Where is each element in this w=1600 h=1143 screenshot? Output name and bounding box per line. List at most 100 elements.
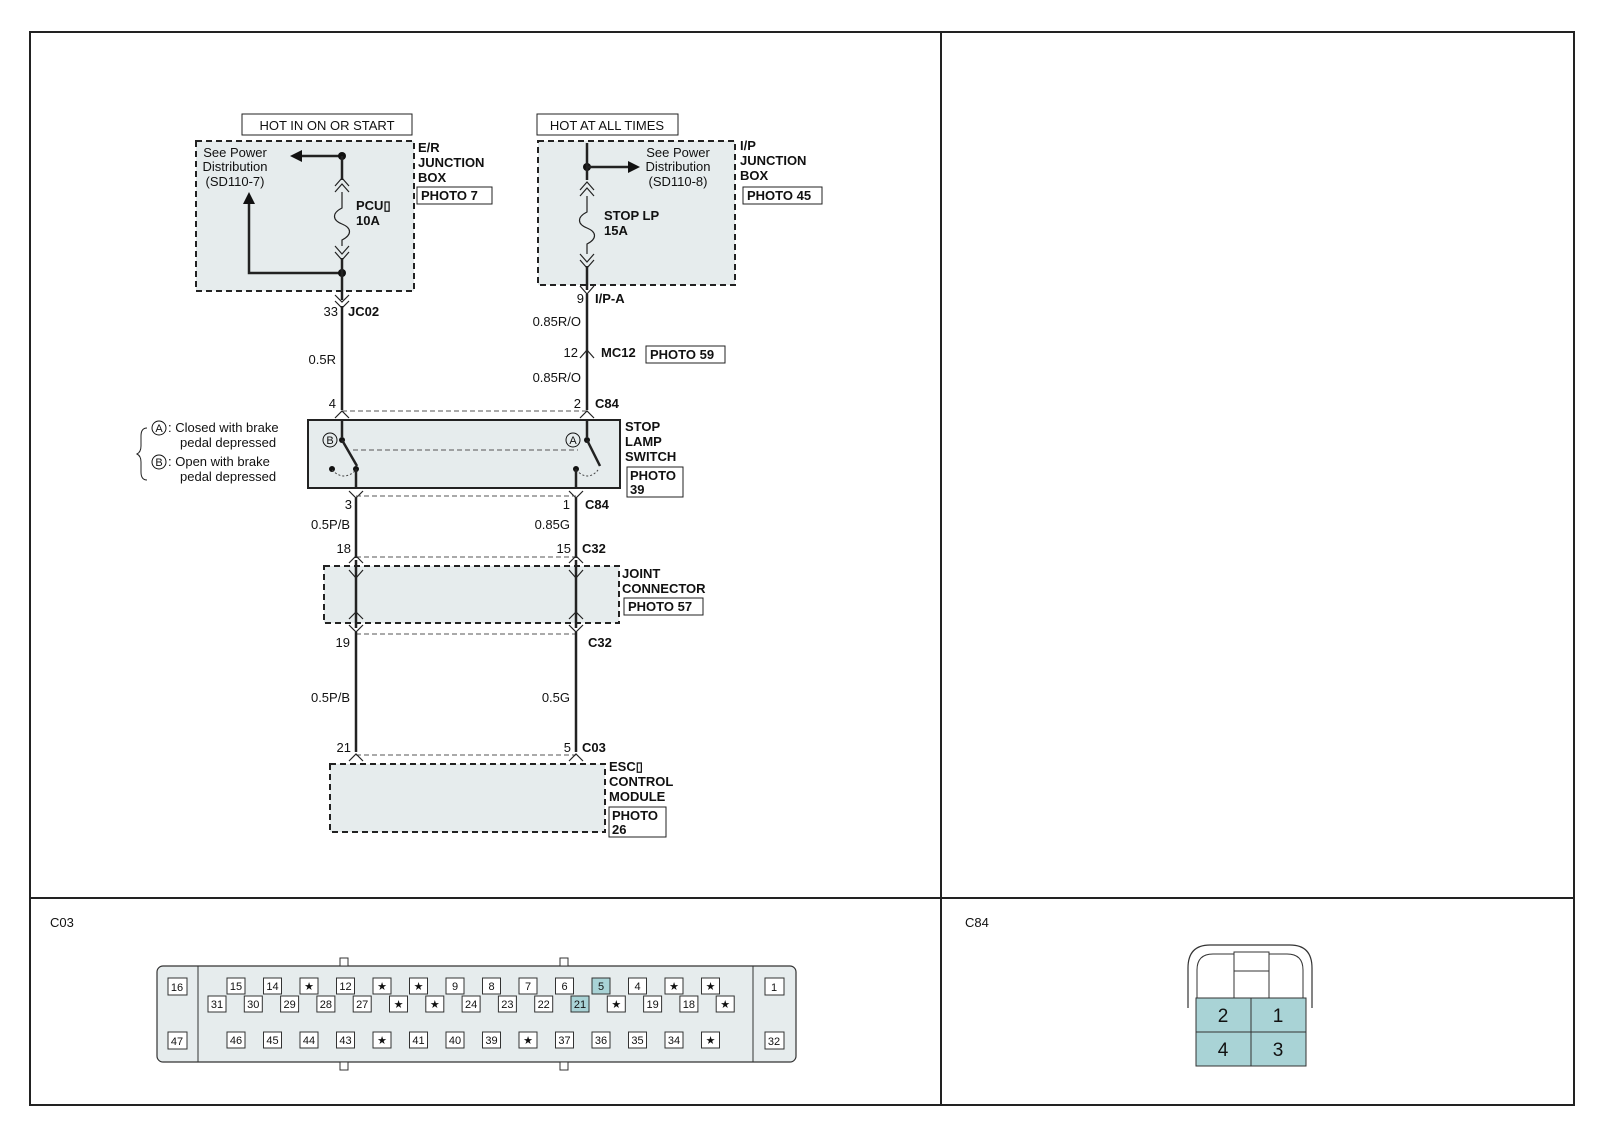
c03-pin-cell — [591, 1031, 611, 1049]
c03-pin-label: 37 — [558, 1035, 570, 1047]
c32-pin-18: 18 — [337, 541, 351, 556]
c03-pin-cell — [643, 995, 663, 1013]
c03-pin-label: 9 — [452, 981, 458, 993]
c03-pin-21: 21 — [337, 740, 351, 755]
jc02-label: JC02 — [348, 304, 379, 319]
connector-chevron-icon — [334, 410, 350, 419]
legend-b-letter: B — [155, 457, 162, 469]
legend-a-line2: pedal depressed — [180, 435, 276, 450]
ip-label-3: BOX — [740, 168, 769, 183]
connector-chevron-icon — [348, 753, 364, 762]
c03-pin-label: 19 — [646, 999, 658, 1011]
c03-pin-cell — [445, 1031, 465, 1049]
photo-39-label-2: 39 — [630, 482, 644, 497]
c84-pin-4: 4 — [329, 396, 336, 411]
c03-pin-cell — [555, 977, 574, 995]
distribution-left: Distribution — [202, 159, 267, 174]
arrow-left-icon — [290, 150, 302, 162]
c03-pin-label: 6 — [561, 981, 567, 993]
c03-pin-cell — [280, 995, 300, 1013]
c84-label-bottom: C84 — [585, 497, 610, 512]
wire-05pb-label-1: 0.5P/B — [311, 517, 350, 532]
c03-pin-cell — [336, 1031, 355, 1049]
switch-b-contact — [340, 439, 359, 467]
c03-pin-cell — [482, 1031, 501, 1049]
photo-57-box — [623, 597, 704, 616]
c03-latch — [559, 1061, 569, 1071]
ip-label-2: JUNCTION — [740, 153, 806, 168]
photo-45-label: PHOTO 45 — [747, 188, 811, 203]
photo-7-label: PHOTO 7 — [421, 188, 478, 203]
wire-05pb-label-2: 0.5P/B — [311, 690, 350, 705]
c03-pin-label: 8 — [488, 981, 494, 993]
c03-pin-cell — [409, 977, 428, 995]
c03-pin-label: 23 — [501, 999, 513, 1011]
connector-chevron-icon — [568, 555, 584, 564]
c03-pin-label: ★ — [430, 999, 440, 1011]
sd110-8-ref: (SD110-8) — [648, 174, 707, 189]
arrow-up-icon — [243, 192, 255, 204]
c03-view-title: C03 — [50, 915, 74, 930]
c84-label-top: C84 — [595, 396, 620, 411]
esc-label-1: ESC▯ — [609, 759, 643, 774]
photo-7-box — [416, 186, 493, 205]
esc-label-2: CONTROL — [609, 774, 673, 789]
c03-pin-label: 7 — [525, 981, 531, 993]
c03-pin-label: ★ — [377, 1035, 387, 1047]
esc-module-box — [329, 763, 606, 833]
c03-pin-label: 36 — [595, 1035, 607, 1047]
distribution-right: Distribution — [645, 159, 710, 174]
fuse-stop-lp-name: STOP LP — [604, 208, 659, 223]
c03-pin-label: 40 — [449, 1035, 461, 1047]
legend-brace — [135, 427, 148, 481]
c03-pin-32: 32 — [768, 1036, 780, 1048]
c03-pin-cell — [226, 977, 246, 995]
connector-chevron-icon — [568, 753, 584, 762]
photo-59-label: PHOTO 59 — [650, 347, 714, 362]
mc12-label: MC12 — [601, 345, 636, 360]
c03-pin-label: ★ — [669, 981, 679, 993]
switch-a-letter: A — [569, 435, 577, 447]
c03-pin-label: 44 — [303, 1035, 315, 1047]
ip-label-1: I/P — [740, 138, 756, 153]
stop-switch-label-2: LAMP — [625, 434, 662, 449]
c03-pin-cell — [664, 1031, 684, 1049]
c03-pin-label: 39 — [485, 1035, 497, 1047]
c03-pin-label: 24 — [465, 999, 477, 1011]
wire-05r-label: 0.5R — [309, 352, 336, 367]
switch-a-mark — [565, 432, 581, 448]
page-frame — [29, 31, 1575, 1106]
connector-chevron-icon — [348, 555, 364, 564]
c03-pin-1: 1 — [771, 982, 777, 994]
wire-085ro-label-2: 0.85R/O — [533, 370, 581, 385]
hot-in-on-label-box — [241, 113, 413, 136]
c03-pin-label: ★ — [523, 1035, 533, 1047]
c03-pin-cell — [299, 977, 319, 995]
ipa-pin: 9 — [577, 291, 584, 306]
photo-26-label-1: PHOTO — [612, 808, 658, 823]
wire-085g-label: 0.85G — [535, 517, 570, 532]
c03-pin-cell — [336, 977, 355, 995]
c84-pin-1: 1 — [563, 497, 570, 512]
c03-pin-label: ★ — [706, 1035, 716, 1047]
see-power-right: See Power — [646, 145, 710, 160]
c03-pin-cell — [226, 1031, 246, 1049]
photo-57-label: PHOTO 57 — [628, 599, 692, 614]
legend-b-mark — [151, 454, 167, 470]
connector-chevron-icon — [348, 611, 364, 620]
c03-pin-cell — [591, 977, 611, 995]
c03-pin-label: 43 — [339, 1035, 351, 1047]
c03-pin-label: ★ — [377, 981, 387, 993]
stop-switch-label-1: STOP — [625, 419, 660, 434]
c03-pin-cell — [570, 995, 590, 1013]
fuse-stop-lp-rating: 15A — [604, 223, 628, 238]
c03-pin-cell — [425, 995, 445, 1013]
stop-switch-label-3: SWITCH — [625, 449, 676, 464]
c03-pin-label: 27 — [356, 999, 368, 1011]
c32-pin-19: 19 — [336, 635, 350, 650]
wire-085ro-label-1: 0.85R/O — [533, 314, 581, 329]
sd110-7-ref: (SD110-7) — [205, 174, 264, 189]
fuse-pcu-rating: 10A — [356, 213, 380, 228]
c03-pin-label: 4 — [634, 981, 640, 993]
c03-pin-label: 21 — [574, 999, 586, 1011]
